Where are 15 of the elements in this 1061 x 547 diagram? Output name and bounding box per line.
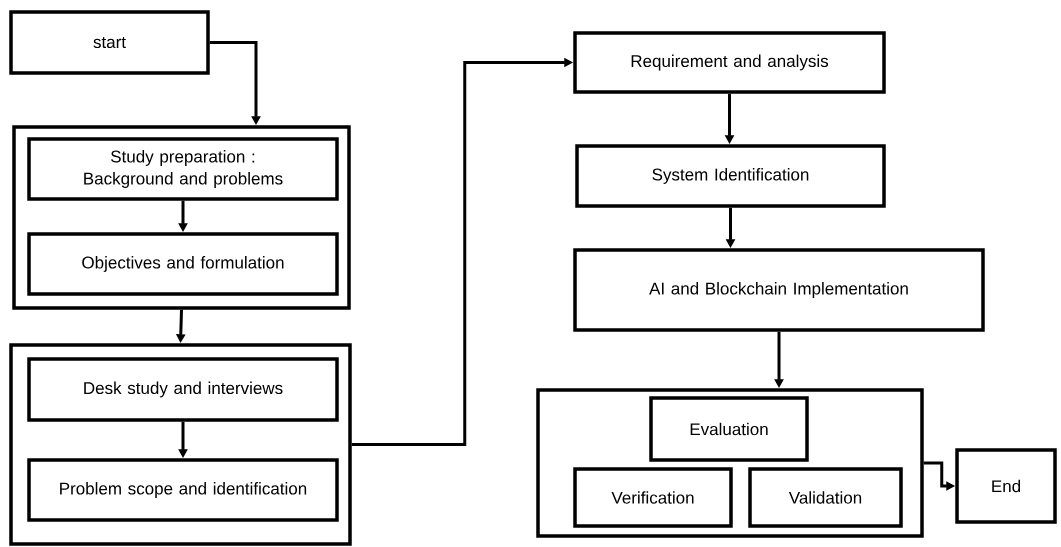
process-box: Objectives and formulation [27, 232, 339, 296]
process-box: Requirement and analysis [573, 31, 886, 94]
process-box: start [9, 10, 210, 75]
process-box: Desk study and interviews [27, 357, 339, 422]
group-box [536, 388, 924, 538]
process-box: Verification [573, 467, 733, 528]
group-box [9, 343, 352, 546]
group-box [12, 125, 351, 310]
process-box: Evaluation [649, 396, 809, 462]
process-box: System Identification [575, 144, 886, 208]
process-box: Validation [748, 467, 903, 528]
process-box: AI and Blockchain Implementation [573, 248, 985, 332]
process-box: Problem scope and identification [27, 458, 339, 522]
process-box: End [955, 448, 1057, 524]
process-box: Study preparation : Background and problems [27, 137, 339, 201]
